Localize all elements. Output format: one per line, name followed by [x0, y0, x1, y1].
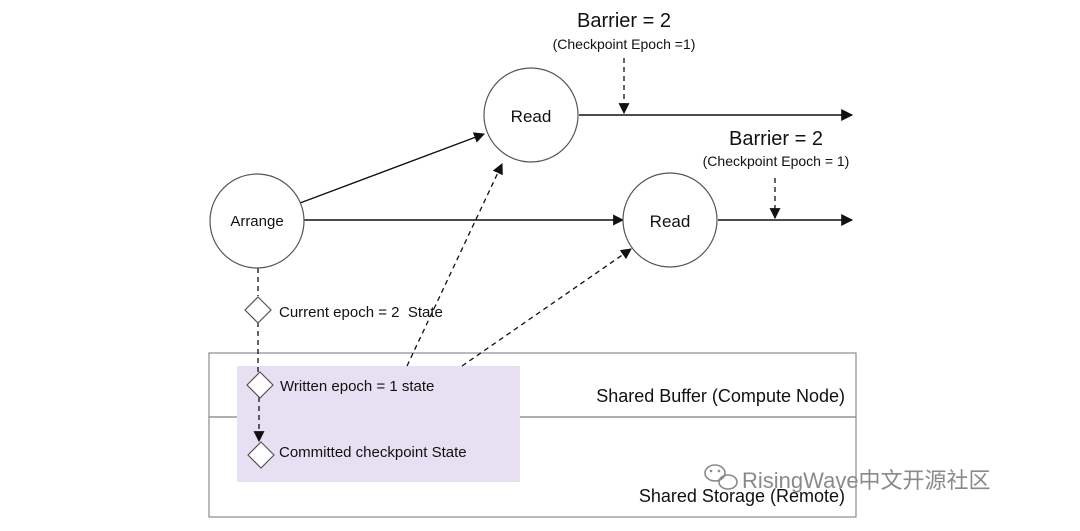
state-current-label: Current epoch = 2 State [279, 304, 443, 321]
watermark: RisingWave中文开源社区 [704, 464, 991, 493]
node-read-top: Read [483, 67, 579, 163]
state-highlight [237, 366, 520, 482]
dashed-state-to-read-bottom [461, 248, 632, 367]
dashed-state-to-read-top [406, 163, 503, 367]
node-read-top-label: Read [511, 107, 552, 126]
barrier-bottom-subtitle: (Checkpoint Epoch = 1) [703, 153, 850, 169]
wechat-logo-icon [704, 464, 738, 490]
node-read-bottom-label: Read [650, 212, 691, 231]
state-written-diamond [246, 371, 274, 399]
state-written-label: Written epoch = 1 state [280, 378, 434, 395]
node-read-bottom: Read [622, 172, 718, 268]
edge-arrange-to-read-top [299, 132, 486, 204]
barrier-top-title: Barrier = 2 [577, 10, 671, 32]
node-arrange: Arrange [209, 173, 305, 269]
state-committed-diamond [247, 441, 275, 469]
shared-storage-box [208, 416, 857, 518]
shared-buffer-label: Shared Buffer (Compute Node) [596, 386, 845, 406]
node-arrange-label: Arrange [230, 213, 283, 230]
state-current-diamond [244, 296, 272, 324]
shared-storage-label: Shared Storage (Remote) [639, 486, 845, 506]
watermark-text: RisingWave中文开源社区 [742, 468, 991, 493]
barrier-bottom-title: Barrier = 2 [729, 128, 823, 150]
barrier-top-subtitle: (Checkpoint Epoch =1) [553, 36, 696, 52]
state-committed-label: Committed checkpoint State [279, 444, 467, 461]
